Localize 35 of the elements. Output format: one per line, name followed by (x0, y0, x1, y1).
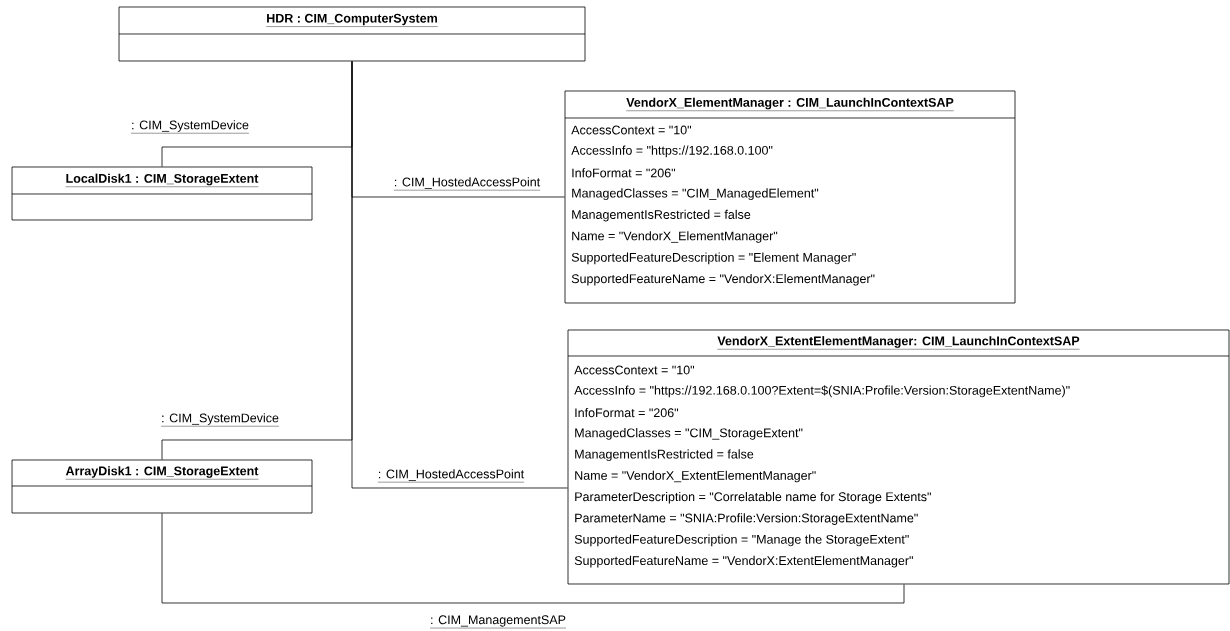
object-box (118, 6, 586, 62)
attribute-text: InfoFormat = "206" (575, 408, 679, 418)
object-box (567, 329, 1230, 585)
object-name: LocalDisk1 : CIM_StorageExtent (65, 173, 259, 187)
attribute-text: ManagedClasses = "CIM_StorageExtent" (575, 428, 803, 440)
attribute-text: ManagedClasses = "CIM_ManagedElement" (572, 188, 819, 200)
edge-label: : CIM_ManagementSAP (429, 615, 567, 629)
attribute-text: SupportedFeatureName = "VendorX:ExtentElementManager" (574, 555, 913, 568)
edge-label: : CIM_SystemDevice (160, 413, 280, 427)
attribute-text: AccessContext = "10" (574, 365, 695, 375)
object-box (11, 459, 313, 514)
object-name: VendorX_ElementManager : CIM_LaunchInContextSAP (626, 97, 954, 111)
attribute-text: Name = "VendorX_ExtentElementManager" (575, 470, 816, 483)
connector-line (351, 61, 568, 489)
connector-line (161, 513, 905, 604)
attribute-text: SupportedFeatureName = "VendorX:ElementManager" (571, 273, 875, 286)
attribute-text: AccessContext = "10" (571, 125, 692, 135)
attribute-text: InfoFormat = "206" (572, 168, 676, 178)
attribute-text: AccessInfo = "https://192.168.0.100" (571, 145, 773, 158)
attribute-text: SupportedFeatureDescription = "Manage the StorageExtent" (574, 534, 909, 547)
attribute-text: ManagementIsRestricted = false (575, 449, 754, 461)
edge-label: : CIM_SystemDevice (130, 120, 250, 134)
attribute-text: ParameterDescription = "Correlatable name for Storage Extents" (575, 491, 931, 504)
attribute-text: ManagementIsRestricted = false (572, 209, 751, 222)
object-box (564, 90, 1016, 304)
object-name: ArrayDisk1 : CIM_StorageExtent (65, 466, 259, 480)
object-box (11, 166, 313, 221)
object-name: HDR : CIM_ComputerSystem (266, 13, 438, 27)
attribute-text: ParameterName = "SNIA:Profile:Version:StorageExtentName" (575, 513, 918, 525)
edge-label: : CIM_HostedAccessPoint (377, 469, 525, 483)
attribute-text: SupportedFeatureDescription = "Element Manager" (571, 252, 856, 265)
object-name: VendorX_ExtentElementManager: CIM_LaunchInContextSAP (717, 336, 1080, 350)
attribute-text: Name = "VendorX_ElementManager" (572, 231, 778, 243)
edge-label: : CIM_HostedAccessPoint (393, 177, 541, 191)
attribute-text: AccessInfo = "https://192.168.0.100?Extent=$(SNIA:Profile:Version:StorageExtentName)" (574, 385, 1070, 398)
